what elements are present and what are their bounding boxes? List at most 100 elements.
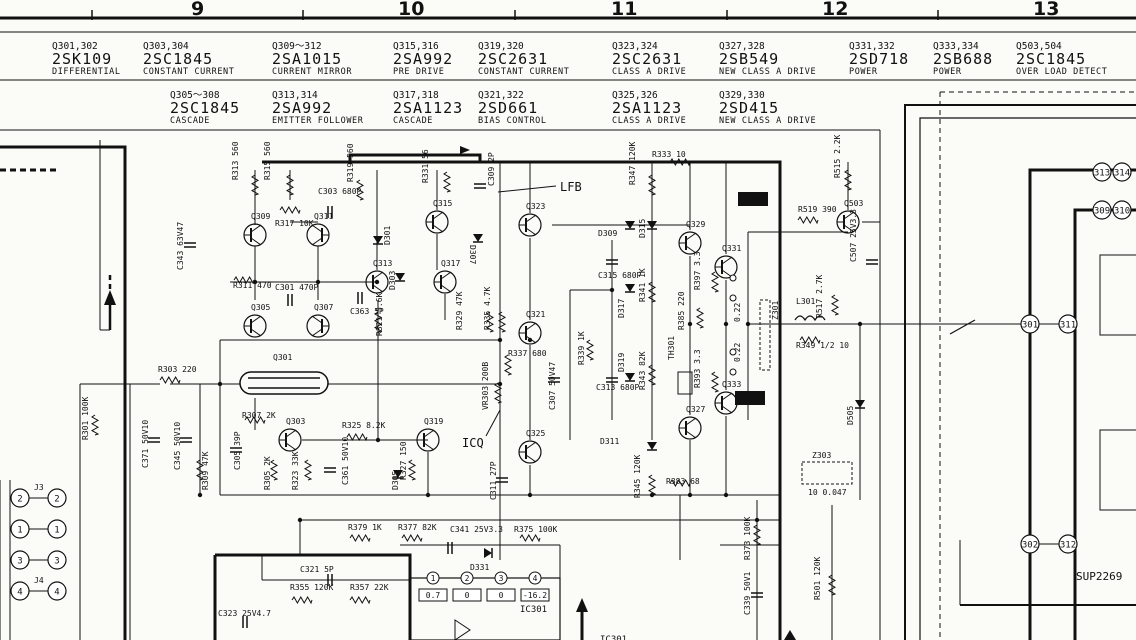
transistor-q325 (525, 454, 537, 463)
junction-dot (527, 337, 533, 343)
resistor-label-r317: R317 10K (275, 219, 314, 228)
resistor-emitter-lower: 0.22 (733, 343, 742, 362)
diode-label-d305: D305 (391, 471, 400, 490)
node-far-314 (1112, 162, 1132, 182)
resistor-r331 (442, 171, 452, 193)
junction-dot (687, 492, 693, 498)
transistor-q303 (285, 429, 297, 438)
resistor-label-r357: R357 22K (350, 583, 389, 592)
ic-label-tail: IC301 (600, 635, 627, 640)
ic-voltage-box-2 (486, 588, 516, 602)
terminal-3 (729, 368, 737, 376)
resistor-label-r517: R517 2.7K (815, 274, 824, 318)
terminal-2 (729, 348, 737, 356)
diode-label-d505: D505 (846, 406, 855, 425)
ic-pin-label-1: 1 (431, 574, 436, 583)
junction-dot (252, 279, 258, 285)
connector-left-4-label: 4 (17, 588, 22, 598)
connector-label-j3: J3 (34, 483, 44, 492)
resistor-label-r321: R321 5.6K (375, 292, 384, 336)
diode-label-d319: D319 (617, 353, 626, 372)
junction-dot (197, 492, 203, 498)
resistor-label-r323: R323 33K (291, 451, 300, 490)
capacitor-label-c313: C313 680P (596, 383, 640, 392)
ic-voltage-box-1 (452, 588, 482, 602)
ic-voltage-box-3 (520, 588, 550, 602)
resistor-r397 (710, 271, 720, 293)
resistor-label-r385: R385 220 (677, 291, 686, 330)
thermistor-th301 (677, 371, 693, 395)
transistor-label-q307: Q307 (314, 303, 333, 312)
node-far-309-label: 309 (1094, 207, 1110, 217)
node-312-label: 312 (1060, 541, 1076, 551)
junction-dot (609, 287, 615, 293)
capacitor-label-c343: C343 63V47 (176, 222, 185, 270)
diode-label-d301: D301 (383, 226, 392, 245)
annotation-icq-pointer (485, 409, 501, 437)
transistor-q333 (721, 405, 733, 414)
capacitor-label-c363: C363 5P (350, 307, 384, 316)
node-far-313-label: 313 (1094, 169, 1110, 179)
transistor-q317 (440, 271, 452, 280)
junction-dot (297, 517, 303, 523)
resistor-label-r303: R303 220 (158, 365, 197, 374)
resistor-label-r393: R393 3.3 (693, 349, 702, 388)
ic-voltage-3: -16.2 (523, 591, 547, 600)
capacitor-label-c371: C371 50V10 (141, 420, 150, 468)
transistor-label-q311: Q311 (314, 212, 333, 221)
node-far-310-label: 310 (1114, 207, 1130, 217)
transistor-label-q315: Q315 (433, 199, 452, 208)
junction-dot (649, 222, 655, 228)
transistor-label-q331: Q331 (722, 244, 741, 253)
transistor-q311 (311, 237, 323, 246)
node-far-314-label: 314 (1114, 169, 1130, 179)
connector-mid-2-label: 2 (54, 495, 59, 505)
annotation-icq: ICQ (462, 436, 484, 450)
capacitor-label-c321: C321 5P (300, 565, 334, 574)
capacitor-label-c307: C307 50V47 (548, 362, 557, 410)
resistor-label-r327: R327 150 (399, 441, 408, 480)
junction-dot (217, 381, 223, 387)
resistor-r355 (291, 595, 313, 605)
chassis-outline (904, 104, 1136, 640)
resistor-r393 (710, 371, 720, 393)
resistor-label-r313: R313 560 (231, 141, 240, 180)
resistor-r519 (797, 215, 819, 225)
junction-dot (649, 492, 655, 498)
resistor-r327 (407, 459, 417, 481)
signal-arrow-right (460, 146, 470, 154)
capacitor-label-c309: C309 2P (487, 152, 496, 186)
transistor-q309 (250, 237, 262, 246)
diode-label-d303: D303 (388, 271, 397, 290)
resistor-r385 (695, 307, 705, 329)
transistor-q325 (525, 441, 537, 450)
junction-dot (425, 492, 431, 498)
resistor-r303 (159, 375, 181, 385)
grid-number-10: 10 (398, 0, 425, 20)
opamp-symbol (454, 619, 471, 640)
resistor-label-r311: R311 470 (233, 281, 272, 290)
transistor-q313 (372, 284, 384, 293)
transistor-q305 (250, 315, 262, 324)
diode-label-d315: D315 (638, 219, 647, 238)
relay-contact (949, 319, 976, 335)
transistor-q327 (685, 430, 697, 439)
transistor-label-q313: Q313 (373, 259, 392, 268)
capacitor-label-c315: C315 680P (598, 271, 642, 280)
zobel-z301 (759, 299, 771, 371)
resistor-label-r315: R315 560 (263, 141, 272, 180)
node-302-label: 302 (1022, 541, 1038, 551)
ic-pin-label-2: 2 (465, 574, 470, 583)
zobel-z303 (801, 461, 853, 485)
transistor-q319 (423, 429, 435, 438)
transistor-q503 (843, 211, 855, 220)
diode-d319 (625, 373, 635, 381)
ic-voltage-0: 0.7 (426, 591, 441, 600)
junction-dot (723, 492, 729, 498)
